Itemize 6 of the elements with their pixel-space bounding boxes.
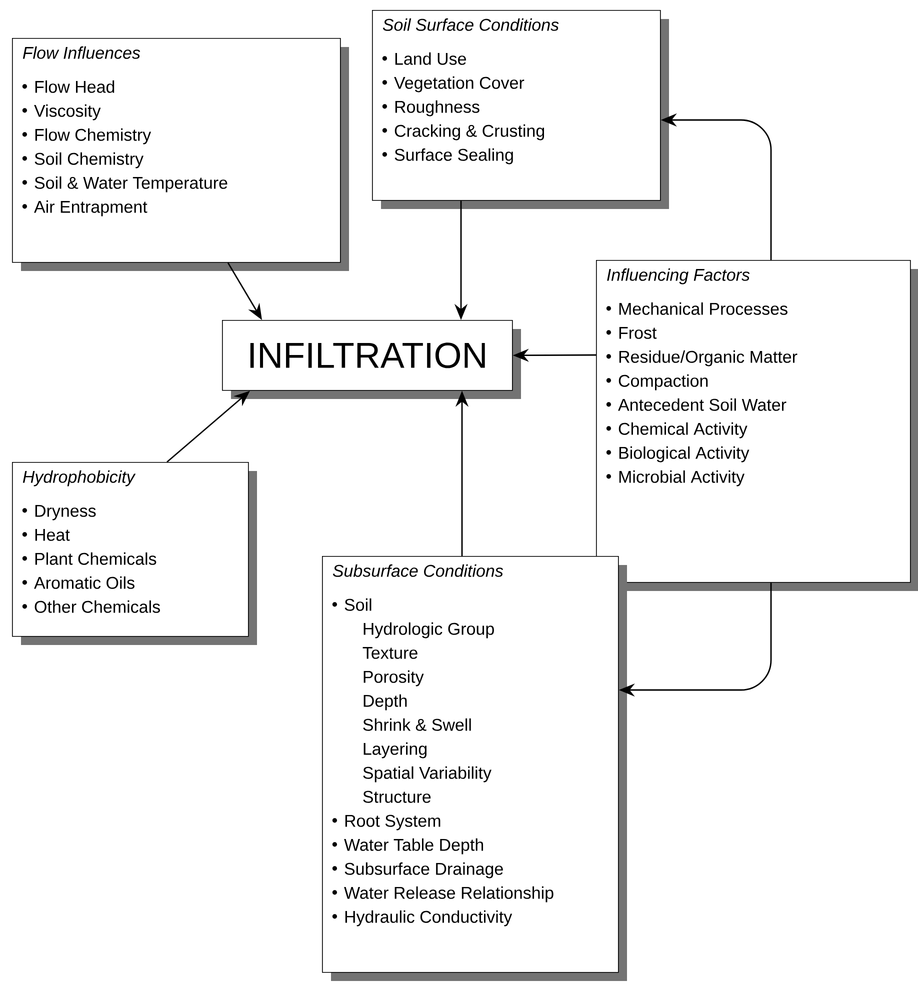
title-box: INFILTRATION bbox=[222, 320, 521, 399]
list-box: Subsurface Conditions Soil Hydrologic Group Texture Porosity Depth Shrink & Swell Layering Spatial Variability Structure Root System Water Table Depth Subsurface Drainage Water Release Relationship Hydraulic Conductivity bbox=[322, 556, 627, 982]
list-box: Hydrophobicity Dryness Heat Plant Chemicals Aromatic Oils Other Chemicals bbox=[12, 462, 257, 645]
list-box: Influencing Factors Mechanical Processes Frost Residue/Organic Matter Compaction Antecedent Soil Water Chemical Activity Biological Activity Microbial Activity bbox=[596, 260, 918, 591]
list-box: Soil Surface Conditions Land Use Vegetation Cover Roughness Cracking & Crusting Surface Sealing bbox=[372, 10, 669, 209]
list-box: Flow Influences Flow Head Viscosity Flow Chemistry Soil Chemistry Soil & Water Temperature Air Entrapment bbox=[12, 38, 349, 271]
